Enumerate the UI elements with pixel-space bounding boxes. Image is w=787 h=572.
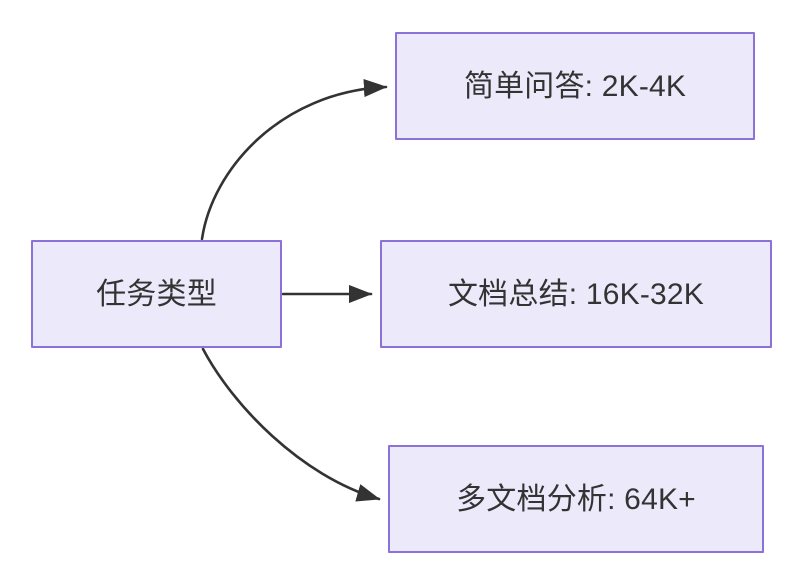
node-task-type-label: 任务类型: [96, 277, 217, 311]
node-multi-doc-label: 多文档分析: 64K+: [456, 482, 696, 516]
node-simple-qa[interactable]: 简单问答: 2K-4K: [395, 32, 755, 140]
node-simple-qa-label: 简单问答: 2K-4K: [463, 69, 687, 103]
edge-source-to-multi-doc: [201, 347, 381, 502]
node-multi-doc[interactable]: 多文档分析: 64K+: [388, 445, 764, 553]
edge-source-to-simple-qa: [200, 78, 388, 241]
node-task-type[interactable]: 任务类型: [31, 240, 282, 348]
node-doc-summary-label: 文档总结: 16K-32K: [447, 277, 705, 311]
node-doc-summary[interactable]: 文档总结: 16K-32K: [380, 240, 772, 348]
